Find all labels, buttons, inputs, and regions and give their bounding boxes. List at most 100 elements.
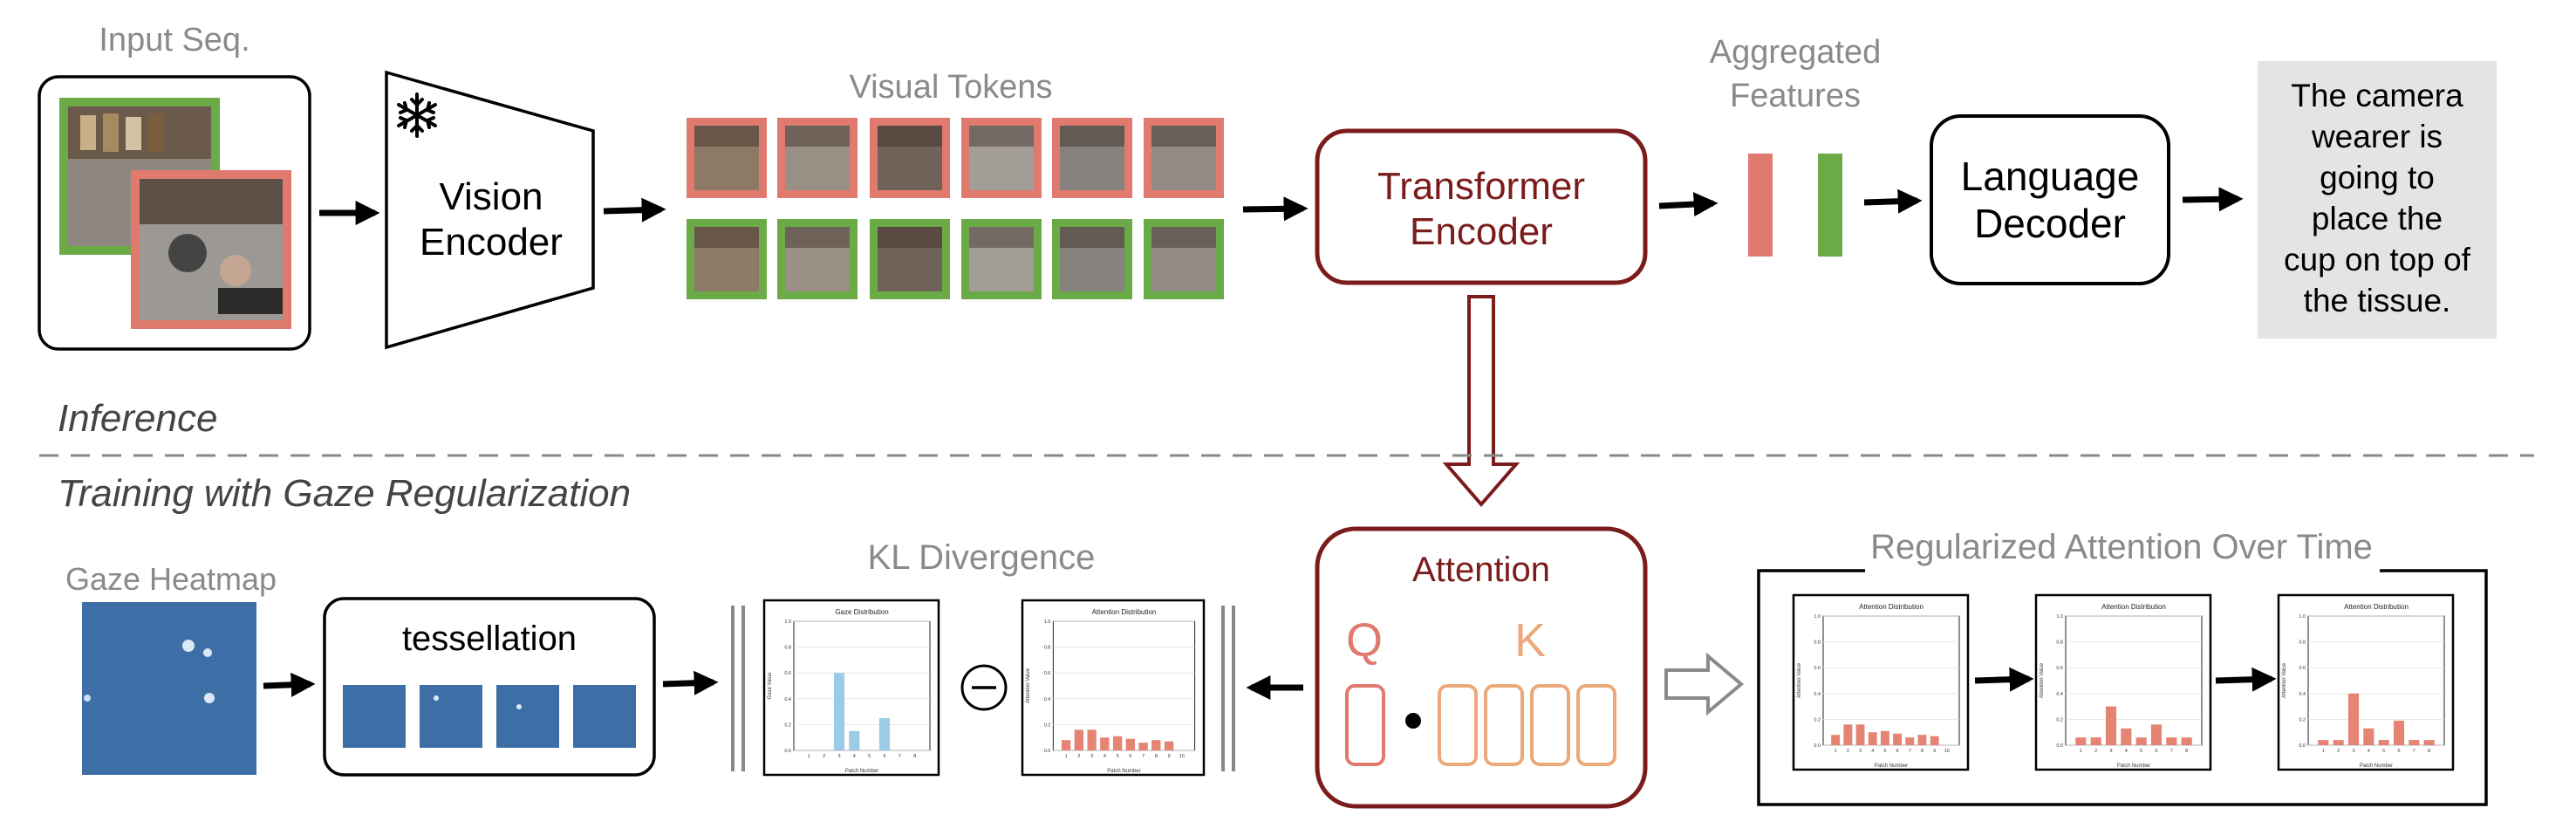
x-tick-label: 3 — [1090, 754, 1093, 759]
x-axis-label: Patch Number — [1107, 769, 1140, 774]
output-text: The camera wearer is going to place the … — [2284, 78, 2471, 318]
x-tick-label: 8 — [913, 754, 916, 759]
x-tick-label: 6 — [883, 754, 885, 759]
bar — [2150, 724, 2163, 745]
snowflake-icon — [397, 92, 437, 138]
bar — [2423, 740, 2435, 745]
hollow-arrow-attention-to-time — [1664, 652, 1745, 716]
chart-title: Attention Distribution — [2101, 603, 2166, 611]
x-tick-label: 6 — [1129, 754, 1131, 759]
regularized-attention-label: Regularized Attention Over Time — [1870, 528, 2373, 566]
gaze-heatmap-label: Gaze Heatmap — [65, 561, 277, 597]
x-tick-label: 2 — [1077, 754, 1080, 759]
input-frame-red — [131, 170, 291, 329]
visual-token-green-4 — [961, 219, 1042, 299]
visual-token-green-5 — [1052, 219, 1132, 299]
y-tick-label: 1.0 — [784, 620, 791, 625]
chart-frame — [1021, 599, 1206, 777]
bar — [1138, 743, 1148, 750]
y-tick-label: 1.0 — [2299, 614, 2306, 620]
x-tick-label: 1 — [808, 754, 810, 759]
bar — [1061, 740, 1071, 750]
gaze-heatmap-image — [82, 602, 256, 775]
y-tick-label: 1.0 — [1814, 614, 1821, 620]
x-tick-label: 7 — [1142, 754, 1145, 759]
bar — [1905, 737, 1915, 745]
bar — [1917, 735, 1927, 745]
x-tick-label: 9 — [1168, 754, 1171, 759]
tessellation-box — [323, 597, 656, 777]
key-token-2 — [1484, 684, 1524, 766]
bar — [1151, 740, 1161, 750]
x-tick-label: 5 — [1117, 754, 1119, 759]
bar — [2135, 737, 2147, 745]
output-line-1: The camera — [2291, 78, 2463, 113]
y-tick-label: 0.2 — [1814, 717, 1821, 723]
y-tick-label: 0.0 — [784, 749, 791, 754]
x-tick-label: 1 — [1065, 754, 1068, 759]
key-tokens — [1438, 684, 1616, 766]
bar — [1868, 732, 1877, 745]
x-tick-label: 5 — [1883, 749, 1886, 754]
aggregated-feature-green — [1818, 154, 1842, 257]
y-tick-label: 0.4 — [2299, 692, 2306, 697]
x-tick-label: 5 — [868, 754, 871, 759]
arrow-time-1-to-2 — [1974, 667, 2034, 692]
x-tick-label: 6 — [2397, 749, 2400, 754]
arrow-features-to-decoder — [1863, 188, 1923, 214]
patch-1 — [343, 685, 406, 748]
bar — [2378, 740, 2389, 745]
q-label: Q — [1346, 614, 1383, 667]
bar — [2409, 740, 2420, 745]
x-axis-label: Patch Number — [1875, 764, 1908, 769]
tessellation-patches — [343, 685, 636, 748]
aggregated-features-label-2: Features — [1730, 78, 1861, 114]
x-tick-label: 3 — [2352, 749, 2354, 754]
query-token — [1345, 684, 1385, 766]
y-tick-label: 0.8 — [1814, 640, 1821, 646]
bar — [2166, 737, 2177, 745]
arrow-tessellation-to-kl — [662, 670, 719, 695]
bar — [2121, 728, 2132, 745]
y-tick-label: 0.8 — [2056, 640, 2063, 646]
transformer-encoder-box — [1315, 128, 1648, 285]
y-tick-label: 0.0 — [2299, 743, 2306, 749]
bar — [1100, 737, 1110, 750]
bar — [878, 718, 891, 750]
arrow-time-2-to-3 — [2215, 667, 2277, 692]
patch-3 — [496, 685, 559, 748]
chart-title: Attention Distribution — [2344, 603, 2409, 611]
bar — [1164, 741, 1174, 750]
y-tick-label: 0.4 — [784, 697, 791, 702]
x-tick-label: 7 — [1909, 749, 1911, 754]
y-tick-label: 0.0 — [1814, 743, 1821, 749]
attention-distribution-chart: Attention Distribution0.00.20.40.60.81.0… — [1021, 599, 1206, 777]
x-tick-label: 2 — [1847, 749, 1849, 754]
arrow-decoder-to-output — [2182, 187, 2244, 212]
chart-title: Gaze Distribution — [835, 608, 888, 616]
x-tick-label: 8 — [2428, 749, 2430, 754]
x-tick-label: 5 — [2382, 749, 2385, 754]
x-tick-label: 1 — [2080, 749, 2082, 754]
x-tick-label: 4 — [2368, 749, 2370, 754]
down-arrow-transformer-to-attention — [1442, 295, 1520, 508]
vision-encoder-shape — [385, 70, 595, 350]
visual-token-green-1 — [687, 219, 767, 299]
attention-label: Attention — [1412, 551, 1550, 589]
x-tick-label: 7 — [899, 754, 901, 759]
bar — [1893, 733, 1903, 745]
y-tick-label: 0.8 — [784, 646, 791, 651]
x-tick-label: 4 — [853, 754, 856, 759]
y-tick-label: 0.2 — [2299, 717, 2306, 723]
language-decoder-label-2: Decoder — [1974, 201, 2126, 246]
bar — [1843, 724, 1853, 745]
kl-divergence-label: KL Divergence — [868, 538, 1096, 577]
output-line-3: going to — [2320, 160, 2435, 195]
x-tick-label: 10 — [1944, 749, 1950, 754]
x-tick-label: 5 — [2140, 749, 2142, 754]
x-tick-label: 6 — [1896, 749, 1899, 754]
chart-title: Attention Distribution — [1092, 608, 1157, 616]
patch-2 — [420, 685, 482, 748]
y-tick-label: 0.6 — [2299, 666, 2306, 671]
